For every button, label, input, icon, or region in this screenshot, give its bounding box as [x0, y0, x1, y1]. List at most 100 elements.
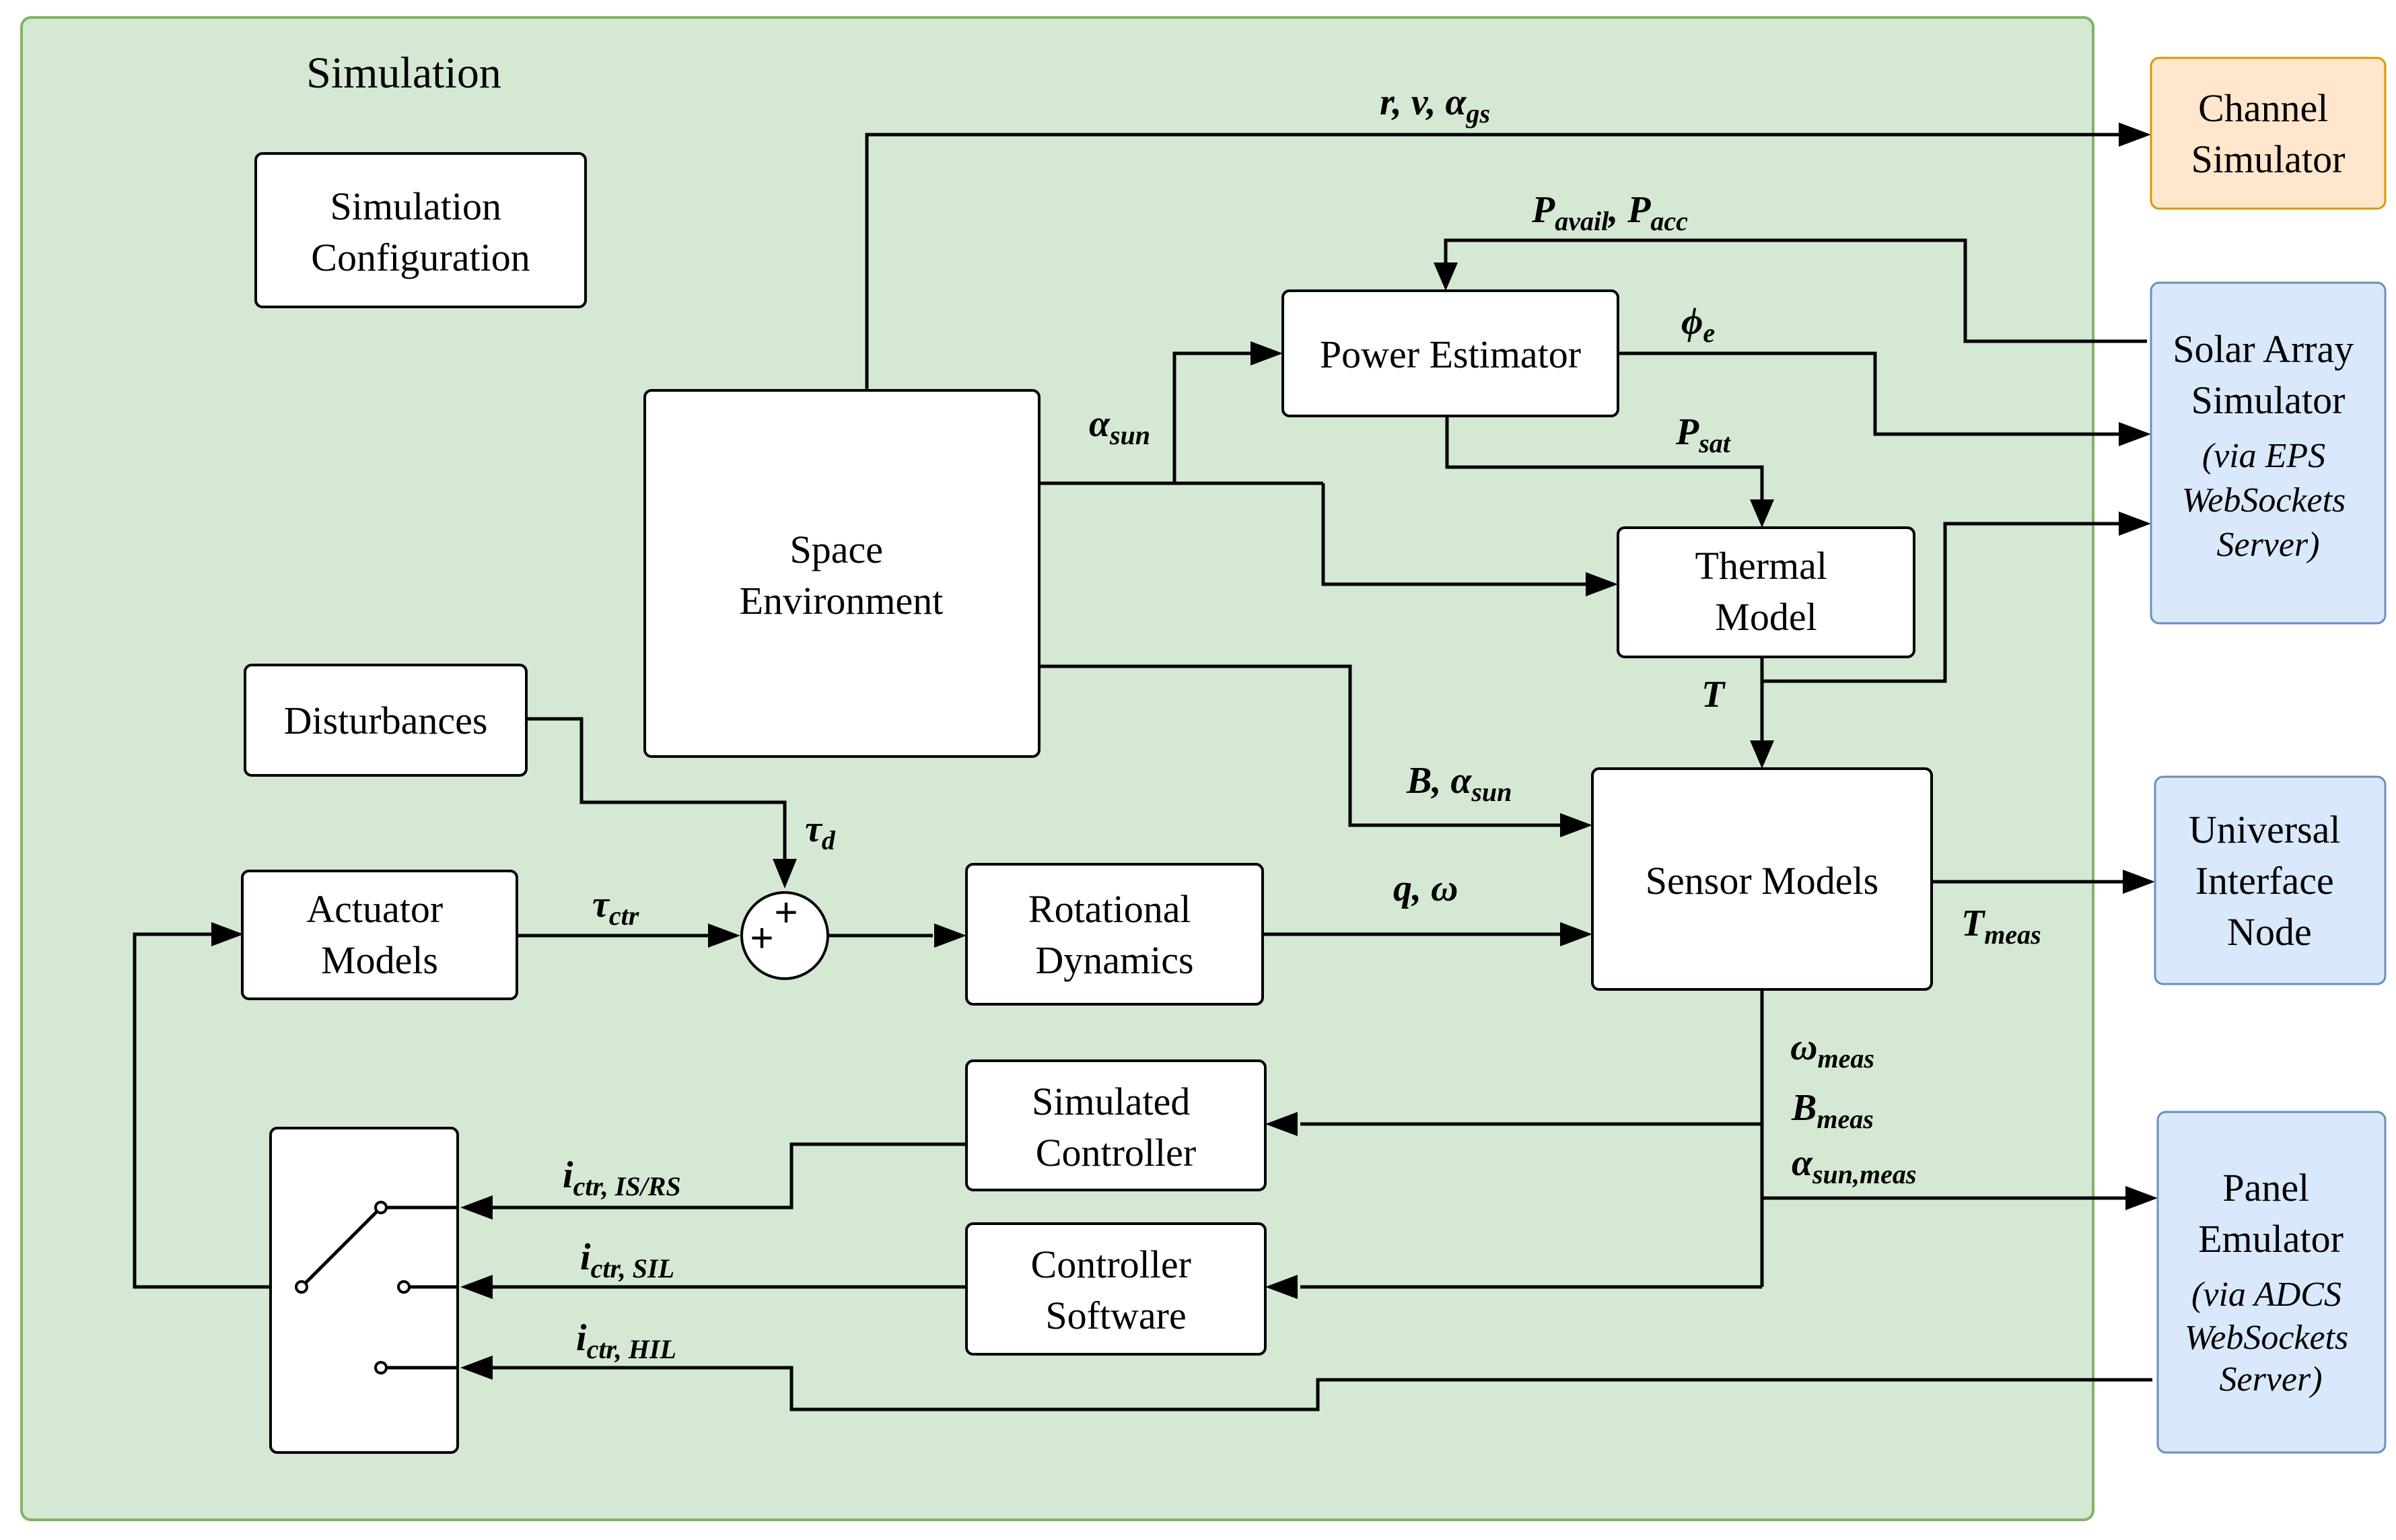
switch-contact-hil — [374, 1361, 388, 1374]
arrowhead — [2123, 870, 2155, 894]
block-frame — [254, 152, 587, 308]
block-label: Panel Emulator — [2198, 1166, 2344, 1261]
wire-alpha-sun-power — [1172, 351, 1256, 483]
block-rotational-dynamics[interactable]: Rotational Dynamics — [965, 863, 1264, 1006]
block-frame — [643, 389, 1041, 758]
signal-q-omega: q, ω — [1393, 868, 1458, 909]
block-simulation-configuration[interactable]: Simulation Configuration — [254, 152, 587, 308]
block-frame — [244, 664, 528, 777]
block-frame — [965, 1059, 1267, 1191]
arrowhead — [460, 1275, 493, 1299]
mode-switch[interactable] — [269, 1127, 459, 1454]
block-label: Thermal Model — [1695, 544, 1837, 639]
block-actuator-models[interactable]: Actuator Models — [241, 870, 518, 1000]
external-panel-emulator[interactable]: Panel Emulator (via ADCS WebSockets Serv… — [2156, 1111, 2387, 1454]
signal-labels: r, v, αgs Pavail, Pacc ϕe αsun Psat T B,… — [563, 81, 2041, 1364]
block-frame — [241, 870, 518, 1000]
block-frame — [965, 863, 1264, 1006]
block-frame — [2156, 1111, 2387, 1454]
block-label: Space Environment — [740, 528, 944, 623]
arrowhead — [708, 923, 740, 948]
block-space-environment[interactable]: Space Environment — [643, 389, 1041, 758]
wire-i-ctr-hil — [489, 1366, 2152, 1411]
external-channel-simulator[interactable]: Channel Simulator — [2150, 57, 2387, 210]
arrowhead — [1560, 922, 1592, 946]
block-label: Universal Interface Node — [2189, 808, 2350, 954]
external-solar-array-simulator[interactable]: Solar Array Simulator (via EPS WebSocket… — [2150, 281, 2387, 625]
arrowhead — [934, 923, 966, 948]
block-frame — [2150, 57, 2387, 210]
block-frame — [2150, 281, 2387, 625]
block-label: Sensor Models — [1646, 859, 1878, 903]
arrowhead — [1265, 1112, 1298, 1136]
signal-tau-d: τd — [805, 808, 836, 855]
signal-t: T — [1701, 674, 1726, 715]
block-note: (via EPS WebSockets Server) — [2182, 437, 2355, 564]
block-power-estimator[interactable]: Power Estimator — [1281, 289, 1619, 417]
block-label: Simulated Controller — [1032, 1080, 1200, 1175]
signal-r-v-alpha-gs: r, v, αgs — [1380, 81, 1490, 129]
switch-contact-sil — [397, 1280, 411, 1294]
block-label: Actuator Models — [306, 887, 452, 982]
sum-sign-top: + — [774, 890, 798, 935]
block-thermal-model[interactable]: Thermal Model — [1617, 526, 1915, 658]
arrowhead — [211, 922, 244, 946]
block-label: Solar Array Simulator — [2173, 327, 2364, 422]
wire-alpha-sun-thermal — [1321, 483, 1595, 586]
block-label: Channel Simulator — [2191, 86, 2346, 181]
signal-p-avail-p-acc: Pavail, Pacc — [1531, 189, 1688, 236]
wire-rv-alpha-gs — [865, 133, 2120, 390]
external-universal-interface-node[interactable]: Universal Interface Node — [2154, 775, 2387, 985]
summing-junction[interactable]: + + — [740, 890, 829, 980]
arrowhead — [460, 1195, 493, 1220]
signal-b-alpha-sun: B, αsun — [1406, 760, 1512, 807]
arrowhead — [1586, 572, 1618, 596]
arrowhead — [2119, 512, 2151, 536]
switch-pivot — [295, 1280, 308, 1294]
wire-i-ctr-is-rs — [489, 1142, 966, 1210]
block-frame — [1591, 767, 1933, 991]
block-frame — [1617, 526, 1915, 658]
block-note: (via ADCS WebSockets Server) — [2185, 1275, 2358, 1399]
arrowhead — [2125, 1186, 2158, 1210]
block-controller-software[interactable]: Controller Software — [965, 1222, 1267, 1356]
signal-i-ctr-is-rs: ictr, IS/RS — [563, 1154, 681, 1201]
wire-b-alpha-sun — [1039, 664, 1571, 827]
arrowhead — [1434, 262, 1458, 291]
block-simulated-controller[interactable]: Simulated Controller — [965, 1059, 1267, 1191]
signal-i-ctr-sil: ictr, SIL — [580, 1236, 674, 1284]
arrowhead — [1750, 740, 1774, 769]
arrowhead — [1265, 1275, 1298, 1299]
block-label: Power Estimator — [1320, 332, 1581, 376]
arrowhead — [1750, 499, 1774, 528]
wire-switch-to-actuator — [133, 932, 302, 1289]
block-frame — [2154, 775, 2387, 985]
block-label: Disturbances — [284, 699, 488, 742]
signal-alpha-sun-meas: αsun,meas — [1792, 1142, 1916, 1189]
wire-t-solar — [1762, 522, 2125, 683]
arrowhead — [460, 1356, 493, 1380]
block-frame — [965, 1222, 1267, 1356]
simulation-title: Simulation — [306, 48, 501, 98]
arrowheads — [211, 123, 2158, 1380]
arrowhead — [1560, 813, 1592, 837]
connections — [133, 133, 2152, 1411]
signal-p-sat: Psat — [1675, 411, 1732, 458]
arrowhead — [2119, 123, 2151, 147]
sum-sign-left: + — [750, 915, 773, 960]
signal-t-meas: Tmeas — [1961, 903, 2041, 950]
block-frame — [1281, 289, 1619, 417]
signal-i-ctr-hil: ictr, HIL — [576, 1317, 676, 1364]
summing-junction-circle — [740, 891, 829, 980]
arrowhead — [773, 859, 797, 888]
wire-p-sat — [1445, 416, 1764, 512]
arrowhead — [2119, 422, 2151, 446]
signal-b-meas: Bmeas — [1791, 1087, 1874, 1134]
wire-tau-d — [526, 717, 787, 862]
signal-tau-ctr: τctr — [592, 884, 639, 931]
block-label: Controller Software — [1031, 1242, 1201, 1337]
signal-alpha-sun: αsun — [1089, 403, 1150, 450]
block-sensor-models[interactable]: Sensor Models — [1591, 767, 1933, 991]
block-disturbances[interactable]: Disturbances — [244, 664, 528, 777]
